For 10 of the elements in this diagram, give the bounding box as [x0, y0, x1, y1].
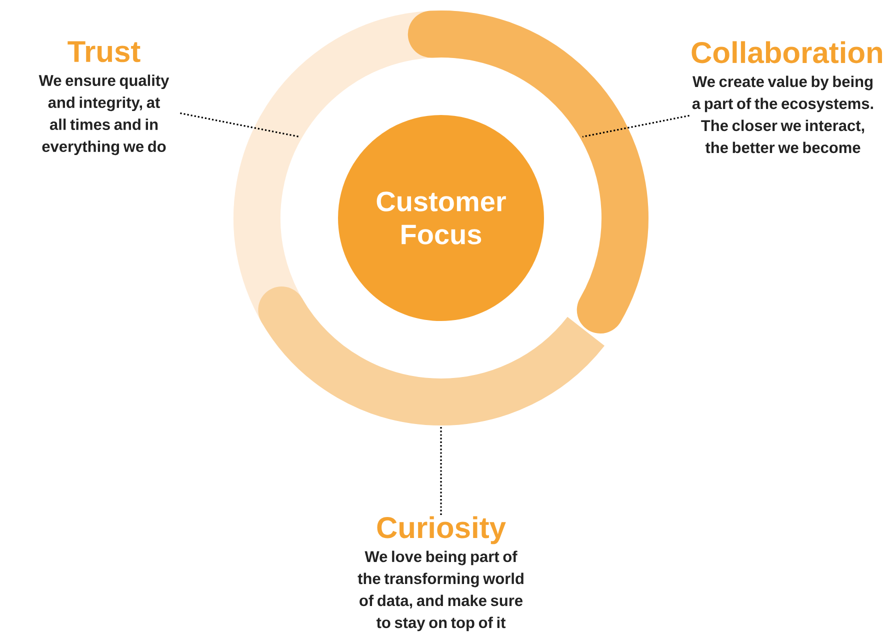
- value-heading: Curiosity: [377, 516, 506, 544]
- value-description: We create value by being a part of the ecosystems. The closer we interact, the better we become: [692, 76, 873, 154]
- leader-line: [440, 425, 442, 515]
- value-description: We love being part of the transforming world of data, and make sure to stay on top of it: [358, 550, 524, 632]
- value-heading: Collaboration: [692, 41, 882, 64]
- leader-line: [180, 112, 300, 138]
- ring-segment: [258, 286, 604, 426]
- leader-line: [582, 114, 690, 138]
- value-heading: Trust: [68, 41, 140, 62]
- value-description: We ensure quality and integrity, at all times and in everything we do: [38, 74, 170, 156]
